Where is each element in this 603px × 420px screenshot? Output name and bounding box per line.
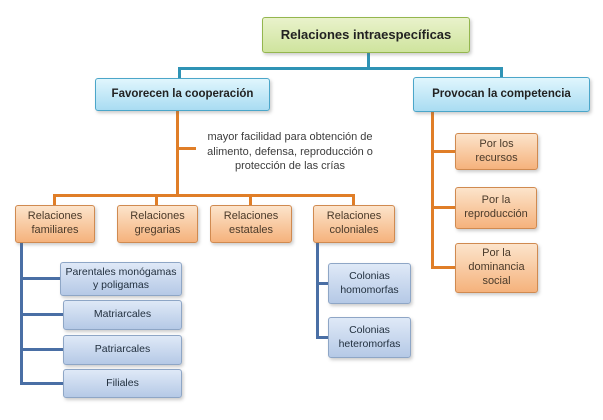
connector-recursos-branch (431, 150, 455, 153)
connector-reproduccion-branch (431, 206, 455, 209)
node-por-los-recursos: Por los recursos (455, 133, 538, 170)
node-por-la-reproduccion: Por la reproducción (455, 187, 537, 229)
connector-cooperation-horizontal (53, 194, 355, 197)
node-relaciones-coloniales: Relaciones coloniales (313, 205, 395, 243)
connector-competition-trunk (431, 112, 434, 269)
connector-patriarcales-branch (20, 348, 63, 351)
node-relaciones-intraespecificas: Relaciones intraespecíficas (262, 17, 470, 53)
connector-top-horizontal (178, 67, 503, 70)
node-relaciones-estatales: Relaciones estatales (210, 205, 292, 243)
connector-cooperation-drop (178, 67, 181, 79)
connector-filiales-branch (20, 382, 63, 385)
node-favorecen-cooperacion: Favorecen la cooperación (95, 78, 270, 111)
connector-cooperation-trunk (176, 111, 179, 197)
connector-coloniales-drop (352, 194, 355, 206)
connector-coloniales-trunk (316, 243, 319, 339)
node-por-la-dominancia-social: Por la dominancia social (455, 243, 538, 293)
connector-familiares-drop (53, 194, 56, 206)
connector-matriarcales-branch (20, 313, 63, 316)
node-filiales: Filiales (63, 369, 182, 398)
node-patriarcales: Patriarcales (63, 335, 182, 365)
connector-dominancia-branch (431, 266, 455, 269)
node-matriarcales: Matriarcales (63, 300, 182, 330)
connector-root-stem (367, 53, 370, 68)
node-relaciones-gregarias: Relaciones gregarias (117, 205, 198, 243)
cooperation-note: mayor facilidad para obtención de alimen… (207, 131, 373, 173)
node-provocan-competencia: Provocan la competencia (413, 77, 590, 112)
connector-heteromorfas-branch (316, 336, 328, 339)
node-colonias-homomorfas: Colonias homomorfas (328, 263, 411, 304)
node-relaciones-familiares: Relaciones familiares (15, 205, 95, 243)
connector-note-branch (176, 147, 196, 150)
connector-parentales-branch (20, 277, 60, 280)
connector-homomorfas-branch (316, 282, 328, 285)
connector-gregarias-drop (155, 194, 158, 206)
node-parentales-monogamas-poligamas: Parentales monógamas y poligamas (60, 262, 182, 296)
connector-competition-drop (500, 67, 503, 79)
node-colonias-heteromorfas: Colonias heteromorfas (328, 317, 411, 358)
connector-estatales-drop (249, 194, 252, 206)
